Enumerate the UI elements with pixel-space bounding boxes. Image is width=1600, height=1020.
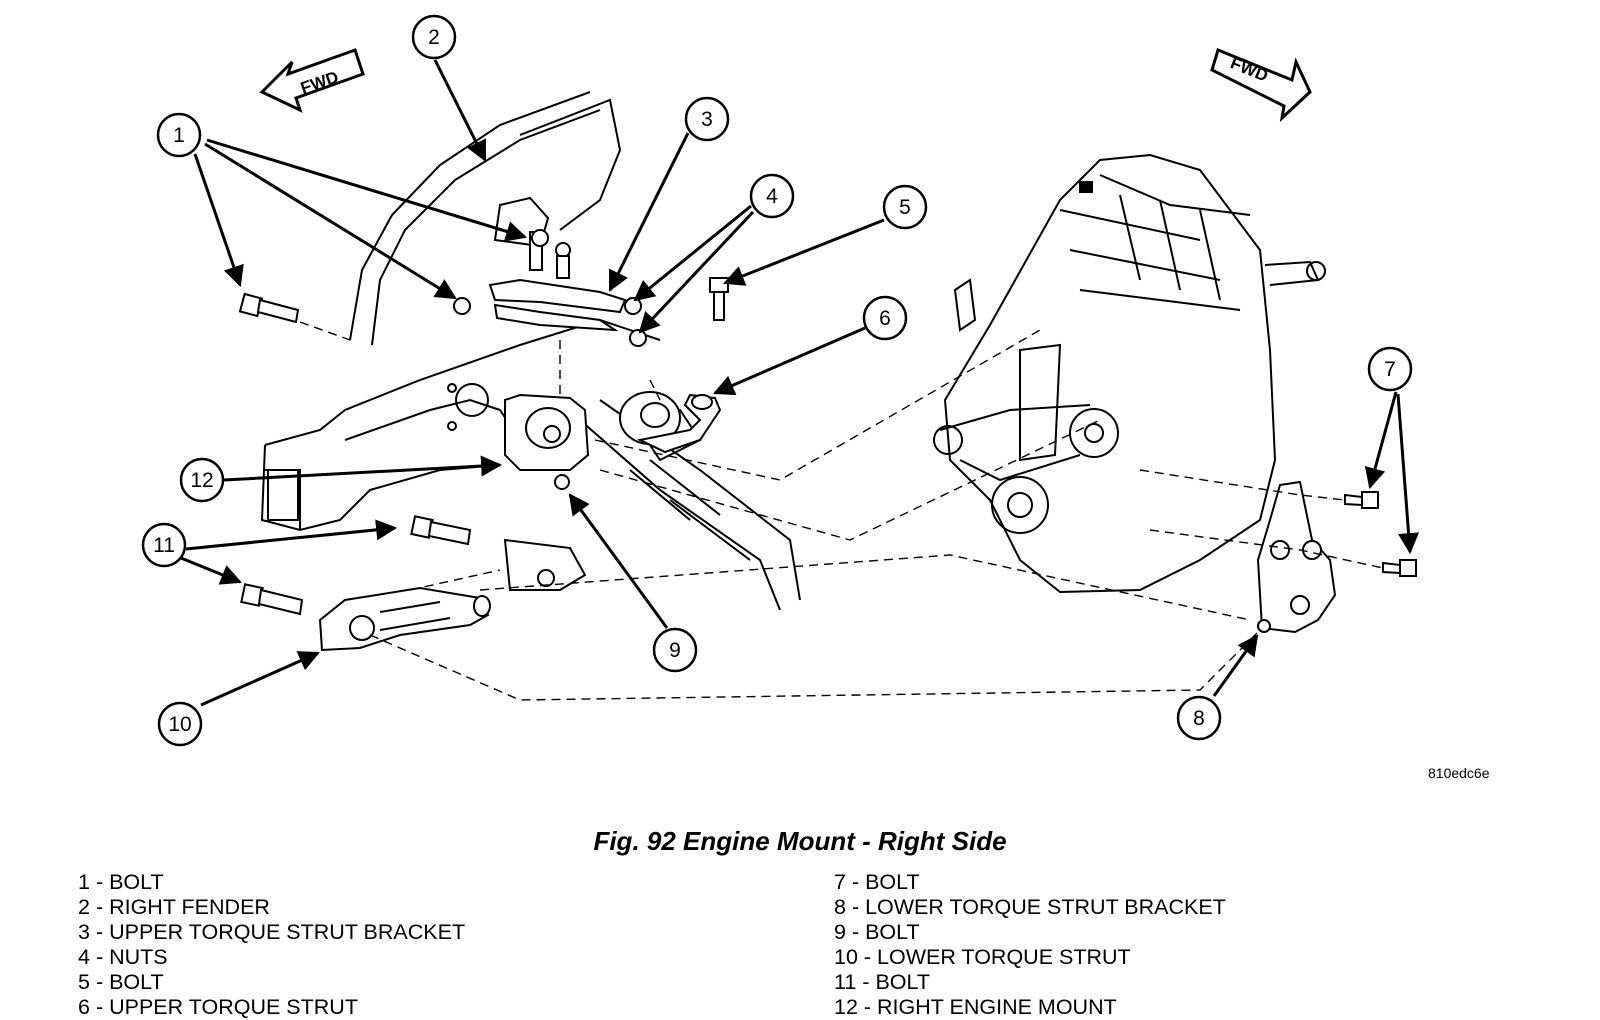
lower-torque-strut [318,538,587,652]
legend-label: RIGHT ENGINE MOUNT [877,995,1117,1019]
engine-assembly [933,153,1326,594]
legend-label: BOLT [109,870,164,894]
callouts: 1 2 3 4 5 6 7 8 [141,14,1413,747]
callout-11-label: 11 [153,534,175,557]
callout-10: 10 [157,701,203,747]
legend-item: 5 - BOLT [78,970,164,994]
right-engine-mount [504,393,590,490]
legend-number: 3 [78,920,90,944]
legend-label: BOLT [865,920,920,944]
legend-item: 7 - BOLT [834,870,920,894]
legend-left-column: 1 - BOLT 2 - RIGHT FENDER 3 - UPPER TORQ… [78,870,465,1020]
legend-label: UPPER TORQUE STRUT [109,995,358,1019]
legend-item: 6 - UPPER TORQUE STRUT [78,995,358,1019]
bolt-item-1-left [238,292,300,324]
legend-label: BOLT [875,970,930,994]
callout-12-label: 12 [190,469,213,492]
callout-3-label: 3 [701,108,713,131]
legend-item: 12 - RIGHT ENGINE MOUNT [834,995,1117,1019]
callout-2: 2 [411,14,457,60]
fwd-arrow-right: FWD [1210,47,1312,123]
right-fender-structure [260,91,801,611]
lower-torque-strut-bracket [1256,480,1337,634]
legend-label: NUTS [109,945,168,969]
callout-1: 1 [156,112,202,158]
legend-number: 4 [78,945,90,969]
callout-7-label: 7 [1384,358,1396,381]
bolt-item-7-lower [1382,559,1417,577]
callout-8: 8 [1176,695,1222,741]
bolt-item-5 [709,277,729,321]
callout-11: 11 [141,522,187,568]
figure-id: 810edc6e [1428,765,1490,781]
legend-label: LOWER TORQUE STRUT [877,945,1131,969]
legend-right-column: 7 - BOLT 8 - LOWER TORQUE STRUT BRACKET … [834,870,1226,1020]
callout-8-label: 8 [1193,707,1205,730]
callout-10-label: 10 [168,713,191,736]
upper-torque-strut-bracket [488,229,627,332]
legend-label: UPPER TORQUE STRUT BRACKET [109,920,466,944]
callout-1-label: 1 [173,124,185,147]
legend-label: BOLT [865,870,920,894]
legend-number: 1 [78,870,90,894]
callout-5-label: 5 [899,196,911,219]
legend-item: 4 - NUTS [78,945,168,969]
callout-4-label: 4 [766,185,778,208]
legend-item: 9 - BOLT [834,920,920,944]
legend-label: LOWER TORQUE STRUT BRACKET [865,895,1226,919]
legend-item: 1 - BOLT [78,870,164,894]
figure-title: Fig. 92 Engine Mount - Right Side [593,826,1007,856]
legend-number: 6 [78,995,90,1019]
legend-label: BOLT [109,970,164,994]
callout-9: 9 [652,627,698,673]
callout-3: 3 [684,96,730,142]
callout-2-label: 2 [428,26,440,49]
bolt-item-11-lower [240,583,304,616]
legend-item: 10 - LOWER TORQUE STRUT [834,945,1131,969]
leader-lines [180,59,1420,707]
engine-mount-diagram: FWD FWD [141,14,1420,747]
legend-item: 3 - UPPER TORQUE STRUT BRACKET [78,920,466,944]
fwd-arrow-left: FWD [259,48,365,113]
callout-5: 5 [882,184,928,230]
callout-9-label: 9 [669,639,681,662]
callout-4: 4 [749,173,795,219]
legend-item: 8 - LOWER TORQUE STRUT BRACKET [834,895,1226,919]
legend-number: 8 [834,895,846,919]
nuts-item-4 [624,297,647,347]
bolt-item-1-mid [453,297,471,315]
alignment-lines [299,321,1384,701]
bolt-item-11-upper [410,515,472,546]
callout-7: 7 [1367,346,1413,392]
legend-number: 2 [78,895,90,919]
legend-number: 5 [78,970,90,994]
callout-6: 6 [862,295,908,341]
legend-item: 11 - BOLT [834,970,930,994]
callout-12: 12 [179,457,225,503]
legend-number: 11 [834,970,857,994]
legend-number: 10 [834,945,858,969]
legend-number: 9 [834,920,846,944]
legend-item: 2 - RIGHT FENDER [78,895,270,919]
legend-number: 7 [834,870,846,894]
bolt-item-7-upper [1344,491,1379,509]
callout-6-label: 6 [879,307,891,330]
upper-torque-strut [619,391,722,454]
legend-number: 12 [834,995,858,1019]
legend-label: RIGHT FENDER [109,895,270,919]
